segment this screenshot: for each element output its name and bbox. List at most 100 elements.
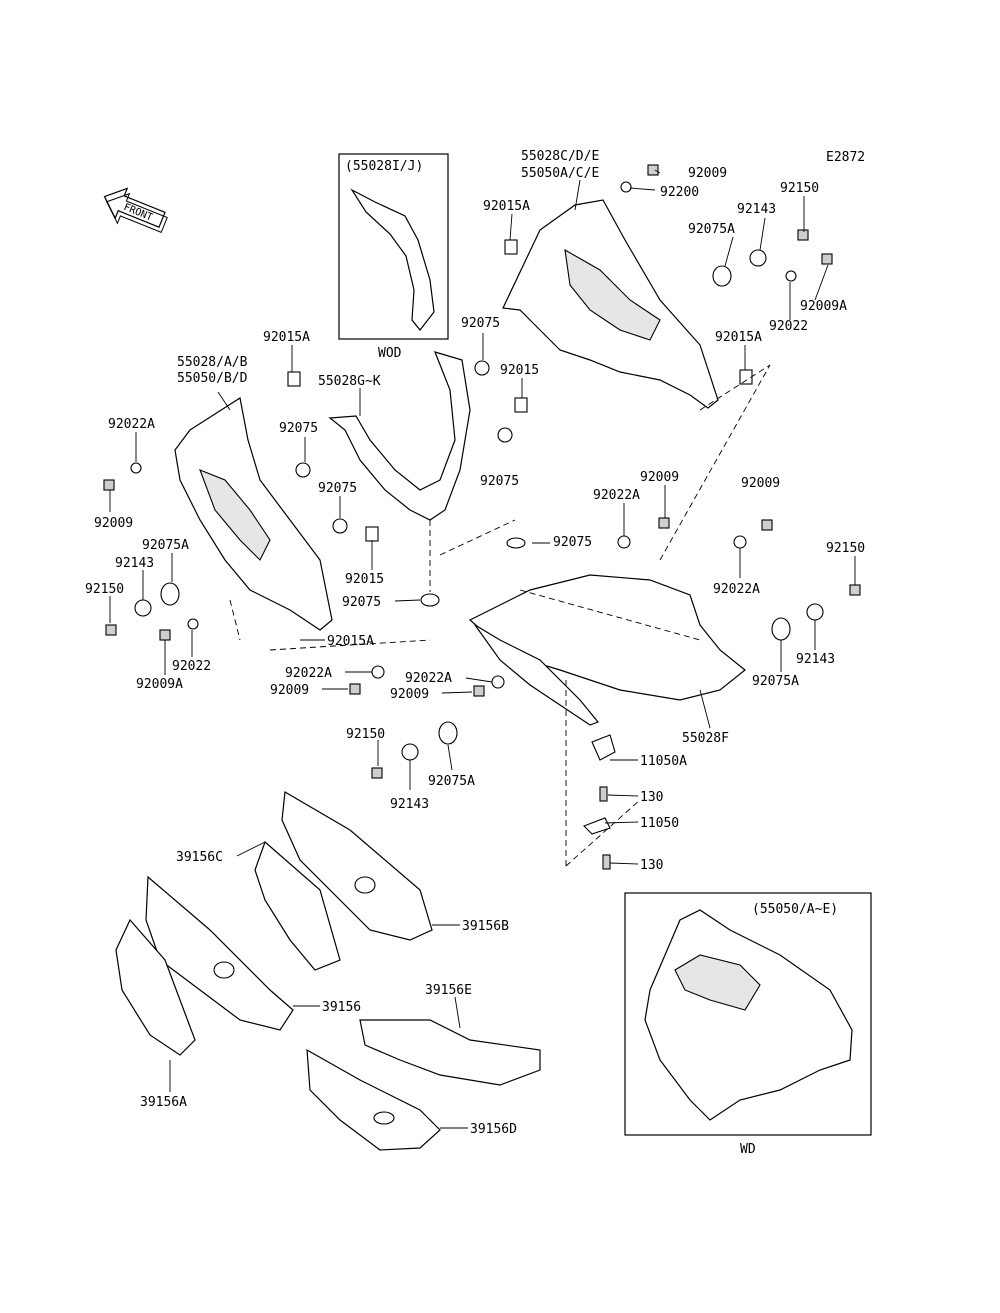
washer-92022a-low1	[371, 665, 385, 679]
insulation-hole-b	[354, 876, 376, 894]
washer-92200	[620, 181, 632, 193]
washer-92022-top	[785, 270, 797, 282]
callout-55050bd: 55050/B/D	[177, 371, 248, 386]
callout-55028g: 55028G~K	[318, 374, 381, 389]
washer-92022a-r2	[733, 535, 747, 549]
grommet-92015a-left	[287, 371, 301, 387]
collar-92143-left	[134, 599, 152, 617]
damper-92075-mid1	[474, 360, 490, 376]
callout-92075-center: 92075	[342, 595, 381, 610]
callout-labels: 55028C/D/E 55050A/C/E 92009 92200 92150 …	[85, 149, 865, 1137]
damper-92075-left	[295, 462, 311, 478]
diagram-id: E2872	[826, 150, 865, 165]
callout-92015a-right: 92015A	[715, 330, 762, 345]
callout-92009a-left: 92009A	[136, 677, 183, 692]
callout-92075-mid1: 92075	[461, 316, 500, 331]
grommet-92015a-top	[504, 239, 518, 255]
callout-92009-low1: 92009	[270, 683, 309, 698]
insulation-39156c	[254, 840, 341, 971]
callout-130-b: 130	[640, 858, 663, 873]
callout-92009-low2: 92009	[390, 687, 429, 702]
bolt-92009a-left	[159, 629, 171, 641]
callout-92009-c2: 92009	[640, 470, 679, 485]
inset-wod-caption: WOD	[378, 346, 402, 361]
damper-92075a-low	[438, 721, 458, 745]
callout-92075-c3: 92075	[553, 535, 592, 550]
washer-92022a-c2	[617, 535, 631, 549]
callout-92075a-top: 92075A	[688, 222, 735, 237]
callout-92150-top: 92150	[780, 181, 819, 196]
bolt-92150-low	[371, 767, 383, 779]
bolt-92009-low1	[349, 683, 361, 695]
insulation-hole-39156	[213, 961, 235, 979]
insulation-39156a	[115, 918, 196, 1056]
washer-92022-left	[187, 618, 199, 630]
bolt-92009-top	[647, 164, 659, 176]
collar-92143-top	[749, 249, 767, 267]
grommet-92015-left	[365, 526, 379, 542]
callout-92022a-c2: 92022A	[593, 488, 640, 503]
bolt-92150-left	[105, 624, 117, 636]
damper-92075-mid2	[497, 427, 513, 443]
callout-92143-top: 92143	[737, 202, 776, 217]
bolt-92009a-top	[821, 253, 833, 265]
lower-cowl-55028f	[468, 574, 746, 701]
inset-wod-header: (55028I/J)	[345, 159, 423, 174]
callout-55050a: 55050A/C/E	[521, 166, 599, 181]
screw-130-a	[599, 786, 608, 802]
callout-39156b: 39156B	[462, 919, 509, 934]
center-cowl-55028g	[328, 351, 471, 521]
callout-55028ab: 55028/A/B	[177, 355, 248, 370]
grommet-92015a-right	[739, 369, 753, 385]
insulation-39156d	[306, 1048, 441, 1151]
upper-cowl-right-vent	[564, 248, 661, 341]
bolt-92150-top	[797, 229, 809, 241]
bolt-92009-low2	[473, 685, 485, 697]
damper-92075-c3	[506, 537, 526, 549]
callout-11050a: 11050A	[640, 754, 687, 769]
inset-wd-cowl	[644, 909, 853, 1121]
damper-92075a-left	[160, 582, 180, 606]
inset-wd: (55050/A~E) WD	[624, 892, 872, 1157]
left-cowl-vent	[199, 469, 271, 561]
damper-92075a-top	[712, 265, 732, 287]
callout-92015a-top: 92015A	[483, 199, 530, 214]
inset-wod-frame	[338, 153, 449, 340]
bolt-92009-left	[103, 479, 115, 491]
callout-92022-left: 92022	[172, 659, 211, 674]
inset-wd-frame	[624, 892, 872, 1136]
collar-92143-r2	[806, 603, 824, 621]
inset-wd-vent	[674, 954, 761, 1011]
callout-92022a-low2: 92022A	[405, 671, 452, 686]
callout-39156: 39156	[322, 1000, 361, 1015]
bolt-92150-r2	[849, 584, 861, 596]
callout-92075a-left: 92075A	[142, 538, 189, 553]
bolt-92009-r2	[761, 519, 773, 531]
insulation-39156	[145, 875, 294, 1031]
callout-92015a-left: 92015A	[263, 330, 310, 345]
callout-92075a-low: 92075A	[428, 774, 475, 789]
callout-39156a: 39156A	[140, 1095, 187, 1110]
callout-11050: 11050	[640, 816, 679, 831]
collar-92143-low	[401, 743, 419, 761]
callout-92150-r2: 92150	[826, 541, 865, 556]
callout-92009a-top: 92009A	[800, 299, 847, 314]
callout-92150-left: 92150	[85, 582, 124, 597]
front-arrow-icon: FRONT	[103, 187, 168, 234]
callout-92143-left: 92143	[115, 556, 154, 571]
grommet-92015-mid	[514, 397, 528, 413]
callout-92075-left2: 92075	[318, 481, 357, 496]
callout-92022a-left: 92022A	[108, 417, 155, 432]
damper-92075-center	[420, 593, 440, 607]
callout-130-a: 130	[640, 790, 663, 805]
callout-92009-r2: 92009	[741, 476, 780, 491]
insulation-39156e	[359, 1019, 541, 1086]
callout-92075-mid2: 92075	[480, 474, 519, 489]
callout-92022a-low1: 92022A	[285, 666, 332, 681]
callout-92022-top: 92022	[769, 319, 808, 334]
callout-92200: 92200	[660, 185, 699, 200]
damper-92075-left2	[332, 518, 348, 534]
left-cowl-55028	[174, 397, 333, 631]
